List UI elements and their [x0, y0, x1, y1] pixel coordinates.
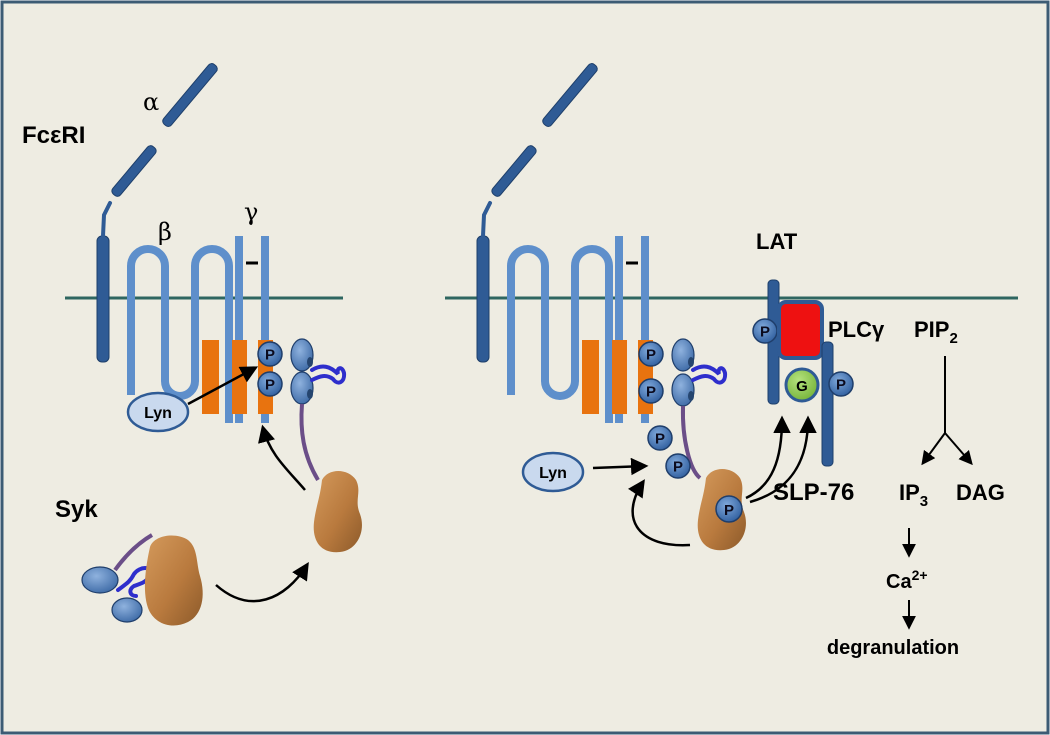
degranulation-label: degranulation [827, 637, 959, 659]
lyn-kinase-left: Lyn [126, 391, 190, 433]
lyn-phosphorylation-arrow [187, 366, 259, 406]
slp76-label: SLP-76 [773, 479, 854, 506]
beta-chain [507, 245, 613, 423]
dag-label: DAG [956, 480, 1005, 505]
plc-gamma [777, 300, 824, 360]
gamma-label: γ [244, 198, 258, 226]
syk-binding-arrow [258, 424, 306, 491]
gads-adaptor: G [784, 367, 820, 403]
itam-beta [582, 340, 599, 414]
calcium-label: Ca2+ [886, 567, 928, 593]
phosphotyrosine: P [828, 371, 854, 397]
svg-text:P: P [646, 347, 656, 364]
beta-label: β [158, 218, 172, 246]
lyn-phosphorylation-arrow [592, 457, 649, 476]
syk-linker [680, 405, 702, 480]
svg-text:P: P [655, 431, 665, 448]
lat-phosphorylation-arrow [745, 415, 791, 500]
phosphotyrosine: P [752, 318, 778, 344]
phosphotyrosine: P [647, 425, 673, 451]
svg-text:P: P [836, 377, 846, 394]
pip2-label: PIP2 [914, 317, 958, 347]
svg-text:P: P [724, 502, 734, 519]
syk-sh2-domains-bound [290, 338, 347, 405]
alpha-chain [476, 63, 598, 363]
phosphotyrosine: P [715, 495, 743, 523]
plc-gamma-label: PLCγ [828, 317, 885, 342]
alpha-label: α [143, 88, 159, 116]
syk-kinase-domain-bound [313, 471, 362, 553]
syk-free [81, 533, 203, 626]
svg-text:P: P [673, 459, 683, 476]
phosphotyrosine: P [257, 341, 283, 367]
fceri-label: FcεRI [22, 122, 85, 149]
ip3-label: IP3 [899, 480, 928, 510]
beta-chain [127, 245, 233, 423]
lat-label: LAT [756, 229, 798, 254]
lyn-label: Lyn [539, 465, 567, 482]
alpha-chain [96, 63, 218, 363]
svg-text:P: P [760, 324, 770, 341]
svg-text:P: P [265, 377, 275, 394]
fceri-receptor-left: P P Lyn Syk [22, 63, 362, 626]
svg-text:G: G [796, 378, 808, 395]
syk-sh2-domains-bound [671, 338, 728, 407]
fceri-receptor-right: P P P P P Lyn [476, 63, 1005, 659]
slp76-adaptor [821, 341, 834, 467]
lyn-label: Lyn [144, 405, 172, 422]
itam-gamma-1 [612, 340, 627, 414]
phosphotyrosine: P [638, 378, 664, 404]
slp76-phosphorylation-arrow [749, 415, 817, 504]
itam-beta [202, 340, 219, 414]
ip3-arrow [921, 432, 946, 466]
phosphotyrosine: P [665, 453, 691, 479]
lyn-kinase-right: Lyn [521, 451, 585, 493]
syk-autophosphorylation-arrow [628, 479, 691, 547]
phosphotyrosine: P [257, 371, 283, 397]
svg-text:P: P [646, 384, 656, 401]
syk-recruitment-arrow [215, 562, 309, 603]
phosphotyrosine: P [638, 341, 664, 367]
svg-text:P: P [265, 347, 275, 364]
syk-label: Syk [55, 496, 98, 523]
dag-arrow [944, 432, 973, 466]
syk-linker [299, 403, 320, 482]
